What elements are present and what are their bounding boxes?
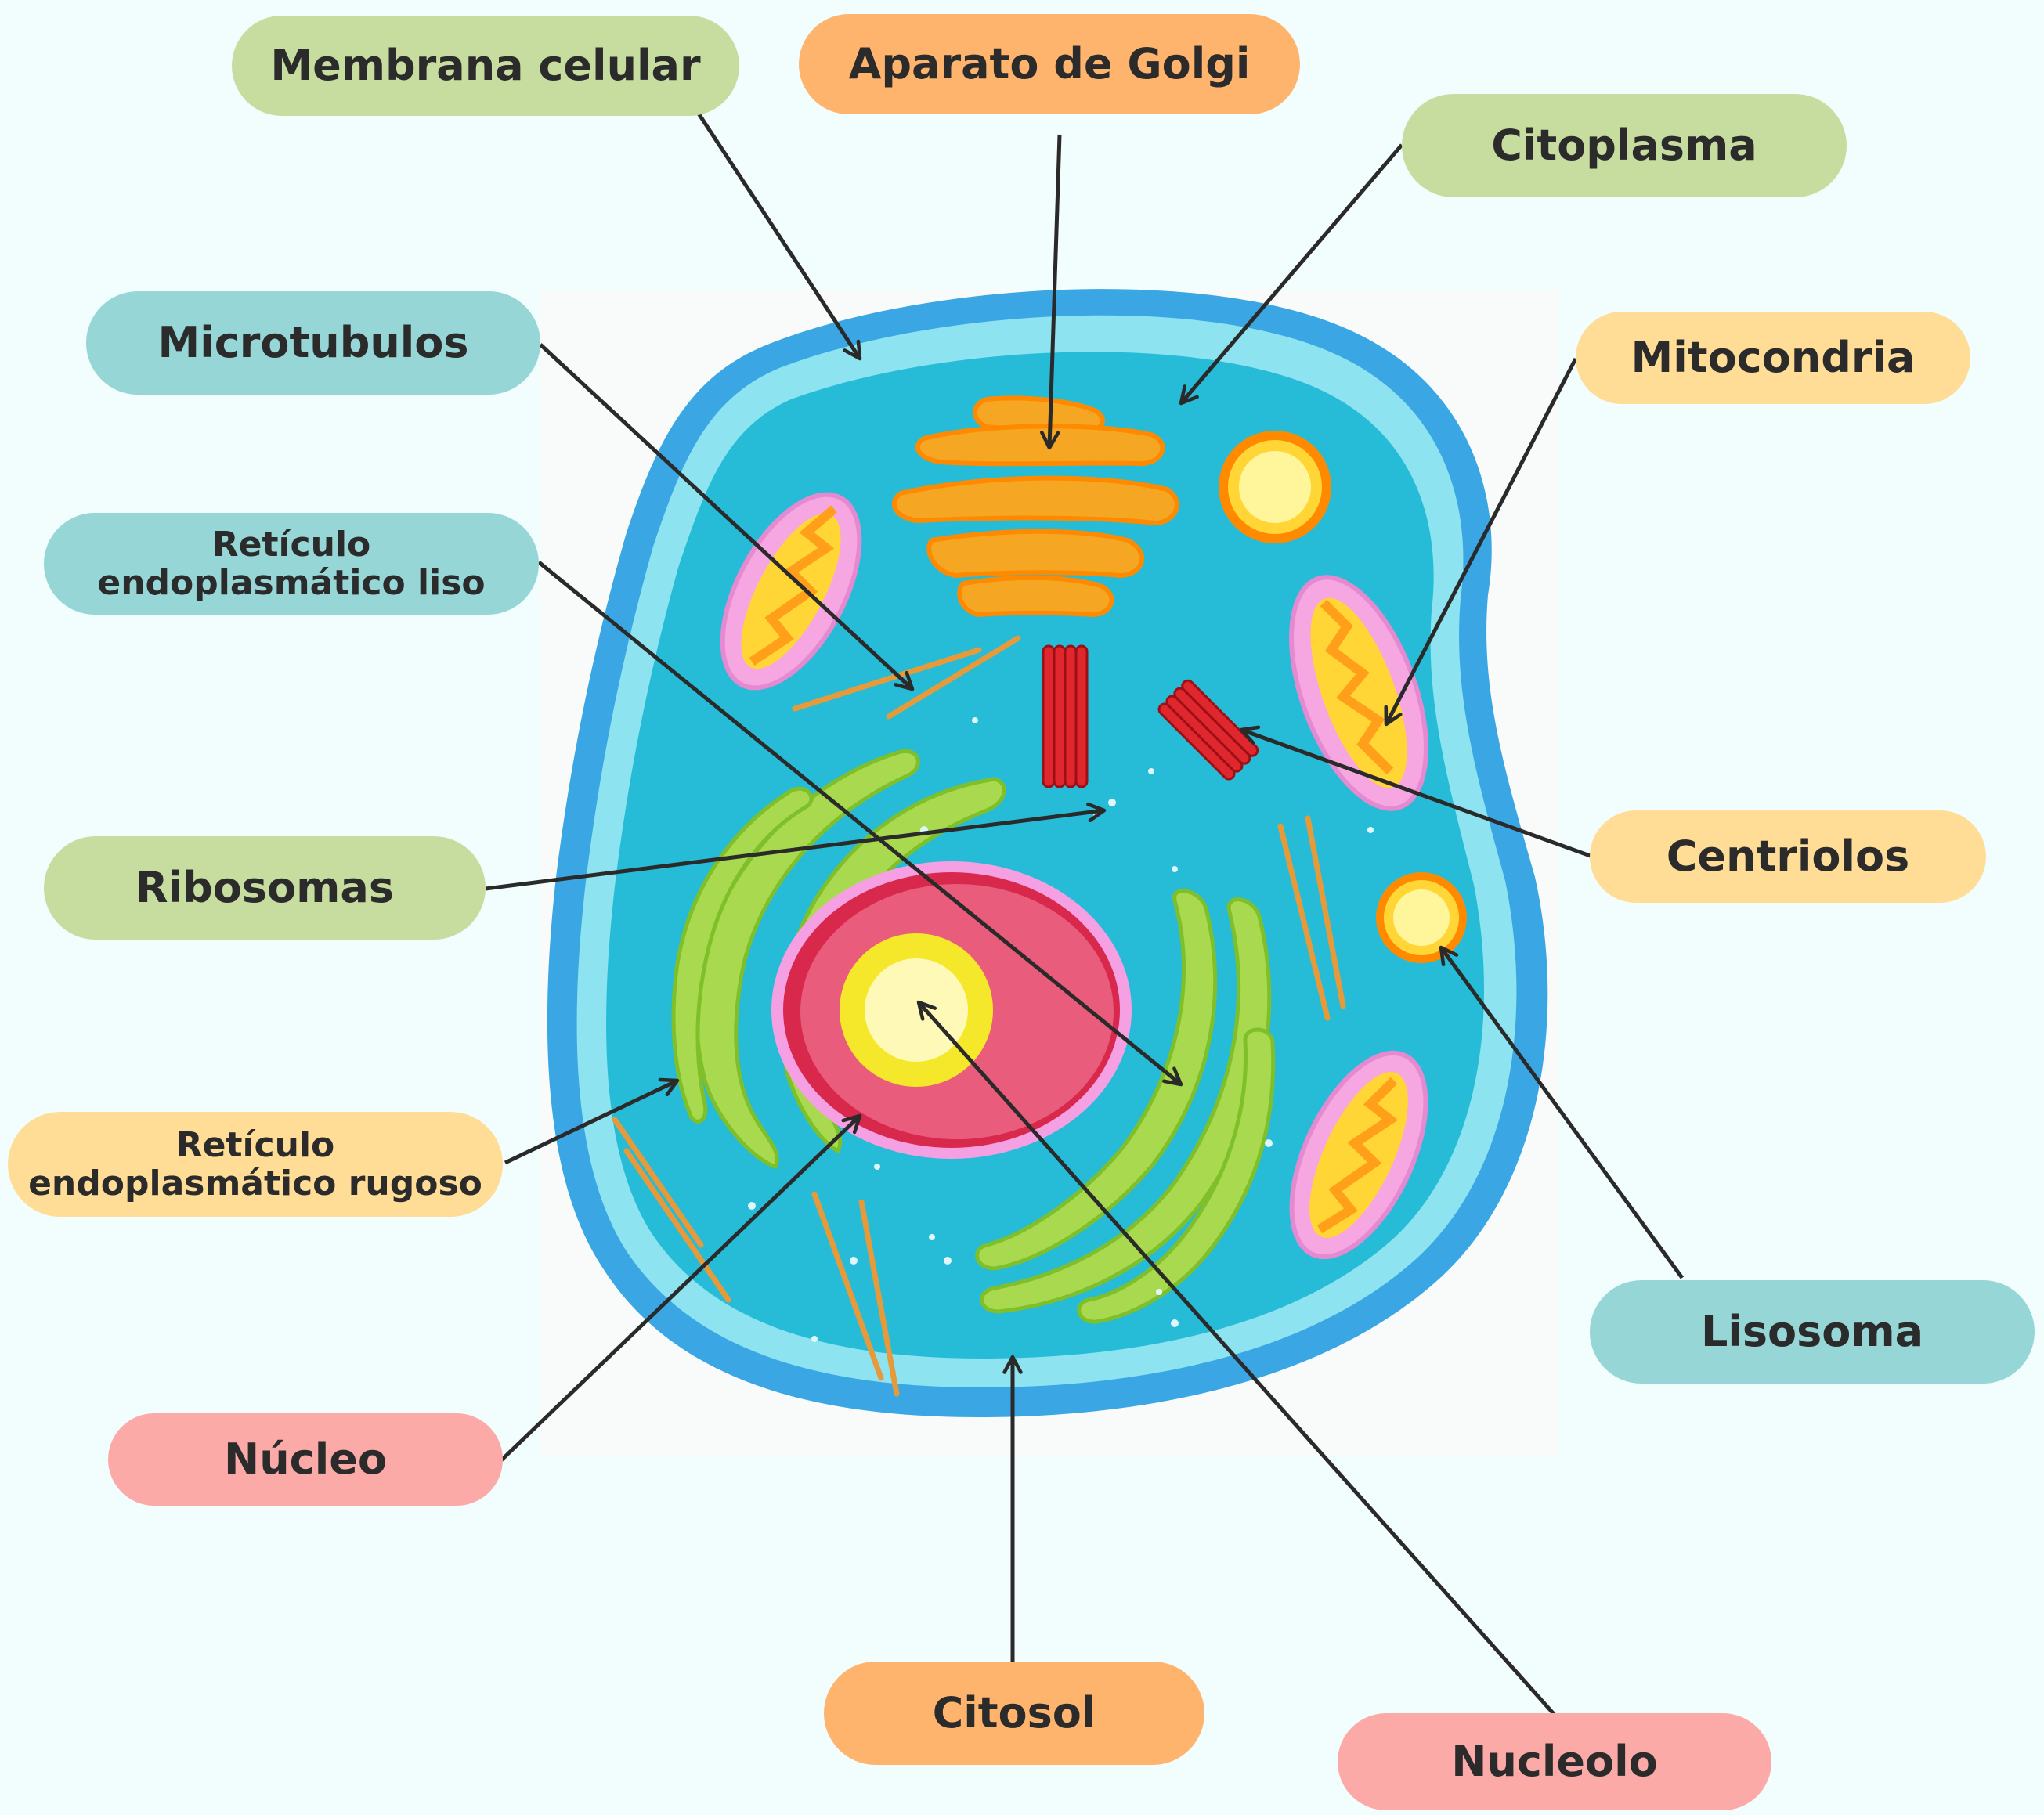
label-lisosoma-text: Lisosoma <box>1701 1308 1923 1355</box>
label-centriolos: Centriolos <box>1590 810 1986 903</box>
label-mitocondria: Mitocondria <box>1576 312 1970 404</box>
label-lisosoma: Lisosoma <box>1590 1280 2035 1384</box>
label-ribosomas: Ribosomas <box>44 836 486 940</box>
centriole-vertical <box>1043 646 1087 787</box>
label-rel-line1: Retículo <box>212 525 371 564</box>
label-nucleo-text: Núcleo <box>224 1436 387 1483</box>
lysosome-right <box>1376 872 1467 963</box>
label-citoplasma-text: Citoplasma <box>1491 122 1757 169</box>
label-rer-line1: Retículo <box>176 1126 335 1164</box>
label-citosol: Citosol <box>824 1662 1204 1765</box>
label-microtubulos: Microtubulos <box>86 291 540 395</box>
label-nucleo: Núcleo <box>108 1413 503 1506</box>
label-membrana-celular: Membrana celular <box>232 16 739 116</box>
label-nucleolo: Nucleolo <box>1338 1713 1771 1810</box>
label-golgi-text: Aparato de Golgi <box>849 41 1251 88</box>
nucleolus-inner <box>865 958 968 1062</box>
label-reticulo-rugoso: Retículo endoplasmático rugoso <box>8 1112 503 1217</box>
label-membrana-text: Membrana celular <box>270 42 700 89</box>
cell-illustration <box>547 289 1547 1417</box>
label-microtubulos-text: Microtubulos <box>157 319 468 366</box>
label-ribosomas-text: Ribosomas <box>135 864 394 911</box>
nucleus <box>771 861 1132 1159</box>
lysosome-top <box>1219 431 1331 543</box>
label-mitocondria-text: Mitocondria <box>1631 334 1916 381</box>
label-citoplasma: Citoplasma <box>1402 94 1847 197</box>
label-reticulo-liso: Retículo endoplasmático liso <box>44 513 539 615</box>
label-rer-line2: endoplasmático rugoso <box>28 1164 482 1203</box>
label-centriolos-text: Centriolos <box>1667 833 1910 880</box>
label-rel-line2: endoplasmático liso <box>97 564 485 602</box>
label-aparato-golgi: Aparato de Golgi <box>799 14 1300 114</box>
label-nucleolo-text: Nucleolo <box>1451 1738 1658 1785</box>
label-citosol-text: Citosol <box>933 1690 1096 1737</box>
